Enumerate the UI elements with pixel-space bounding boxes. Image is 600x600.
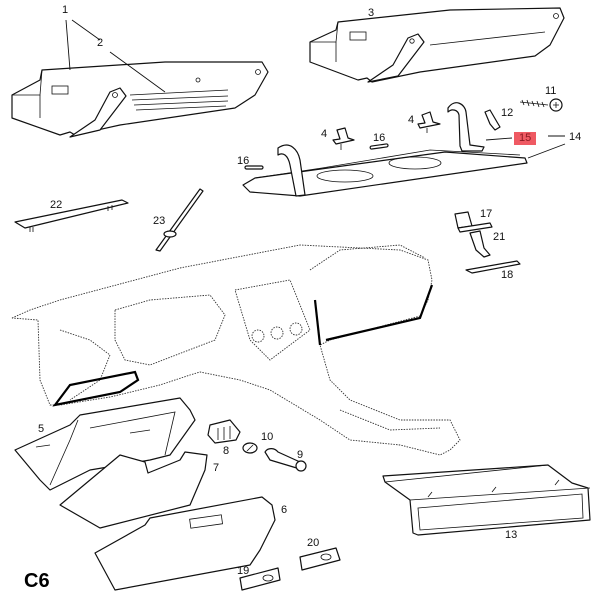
part-latch-21[interactable] (469, 230, 491, 258)
part-strip-18[interactable] (465, 260, 521, 274)
part-plug-12[interactable] (484, 109, 501, 131)
callout-1: 1 (62, 4, 69, 16)
dashboard-assembly[interactable] (11, 244, 461, 456)
callout-4b: 4 (408, 114, 415, 126)
callout-15-highlighted[interactable]: 15 (514, 132, 537, 145)
part-strip-22[interactable] (14, 199, 129, 232)
callout-7: 7 (213, 462, 220, 474)
part-bolt-9[interactable] (264, 448, 307, 472)
part-lid-6[interactable] (94, 496, 276, 591)
callout-4a: 4 (321, 128, 328, 140)
callout-18: 18 (501, 269, 514, 281)
callout-14: 14 (569, 131, 582, 143)
part-screw-11[interactable] (519, 98, 563, 112)
part-catch-20[interactable] (299, 547, 341, 571)
part-catch-19[interactable] (239, 567, 281, 591)
part-pin-16b[interactable] (369, 143, 389, 150)
callout-10: 10 (261, 431, 274, 443)
callout-9: 9 (297, 449, 304, 461)
callout-21: 21 (493, 231, 506, 243)
callout-16b: 16 (373, 132, 386, 144)
part-pin-16a[interactable] (244, 165, 264, 170)
part-frame-5[interactable] (14, 397, 196, 491)
callout-2: 2 (97, 37, 104, 49)
callout-11: 11 (545, 85, 557, 97)
callout-17: 17 (480, 208, 493, 220)
callout-16a: 16 (237, 155, 250, 167)
callout-3: 3 (368, 7, 375, 19)
part-lid-7[interactable] (59, 451, 208, 529)
callout-20: 20 (307, 537, 320, 549)
callout-23: 23 (153, 215, 166, 227)
part-washer-10[interactable] (242, 442, 258, 454)
part-clip-4b[interactable] (417, 111, 441, 133)
part-tray-14[interactable] (242, 144, 528, 197)
page-code: C6 (24, 570, 50, 592)
callout-13: 13 (505, 529, 518, 541)
part-glovebox-3[interactable] (309, 7, 565, 83)
callout-6: 6 (281, 504, 288, 516)
part-clip-4a[interactable] (332, 127, 355, 150)
part-handle-15[interactable] (447, 102, 485, 152)
callout-5: 5 (38, 423, 45, 435)
part-glovebox-1[interactable] (11, 61, 269, 138)
callout-12: 12 (501, 107, 514, 119)
part-latch-17[interactable] (454, 211, 493, 233)
part-lock-8[interactable] (207, 419, 241, 444)
part-rod-23[interactable] (155, 188, 204, 252)
callout-19: 19 (237, 565, 250, 577)
callout-22: 22 (50, 199, 63, 211)
part-pocket-13[interactable] (382, 464, 591, 536)
callout-8: 8 (223, 445, 230, 457)
